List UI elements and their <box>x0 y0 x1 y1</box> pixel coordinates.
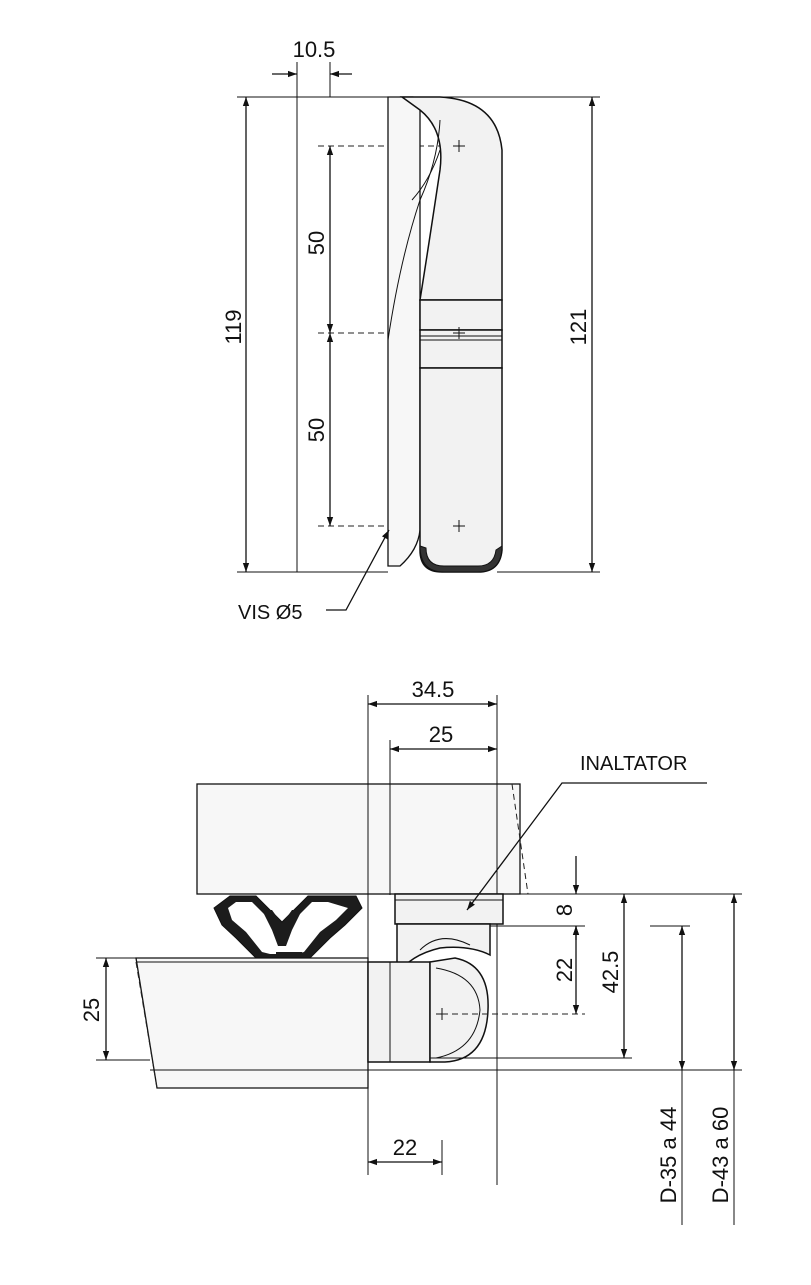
dim-total-height-label: 42.5 <box>598 951 623 994</box>
hole-mark-middle <box>453 327 465 339</box>
hinge-leaf <box>387 96 421 567</box>
insulator-block <box>394 893 504 925</box>
range-label-2: D-43 a 60 <box>708 1107 733 1204</box>
dim-overall-width-label: 34.5 <box>412 677 455 702</box>
dim-inner-width-label: 25 <box>429 722 453 747</box>
dim-width-label: 10.5 <box>293 37 336 62</box>
hinge-collar <box>419 299 503 331</box>
frame-profile <box>196 783 521 895</box>
dim-bottom-width-label: 22 <box>393 1135 417 1160</box>
dim-door-thickness-label: 25 <box>79 998 104 1022</box>
screw-label: VIS Ø5 <box>238 602 302 624</box>
range-label-1: D-35 a 44 <box>656 1107 681 1204</box>
dim-offset-label: 8 <box>552 904 577 916</box>
hinge-knuckle <box>419 367 503 573</box>
dim-lower-pitch-label: 50 <box>304 418 329 442</box>
top-view: 10.5 119 121 50 50 <box>221 37 600 624</box>
door-panel <box>135 957 369 1089</box>
dim-upper-pitch-label: 50 <box>304 231 329 255</box>
elbow-knuckle <box>429 957 489 1063</box>
bottom-view: 34.5 25 <box>79 677 742 1225</box>
insulator-label: INALTATOR <box>580 753 687 775</box>
dim-total-right-label: 121 <box>566 309 591 346</box>
hole-mark-top <box>453 140 465 152</box>
hole-mark-bottom <box>453 520 465 532</box>
door-leaf <box>367 961 431 1063</box>
dim-pin-height-label: 22 <box>552 958 577 982</box>
dim-total-left-label: 119 <box>221 309 246 344</box>
screw-leader <box>326 529 390 611</box>
insulator-leader <box>466 782 707 911</box>
